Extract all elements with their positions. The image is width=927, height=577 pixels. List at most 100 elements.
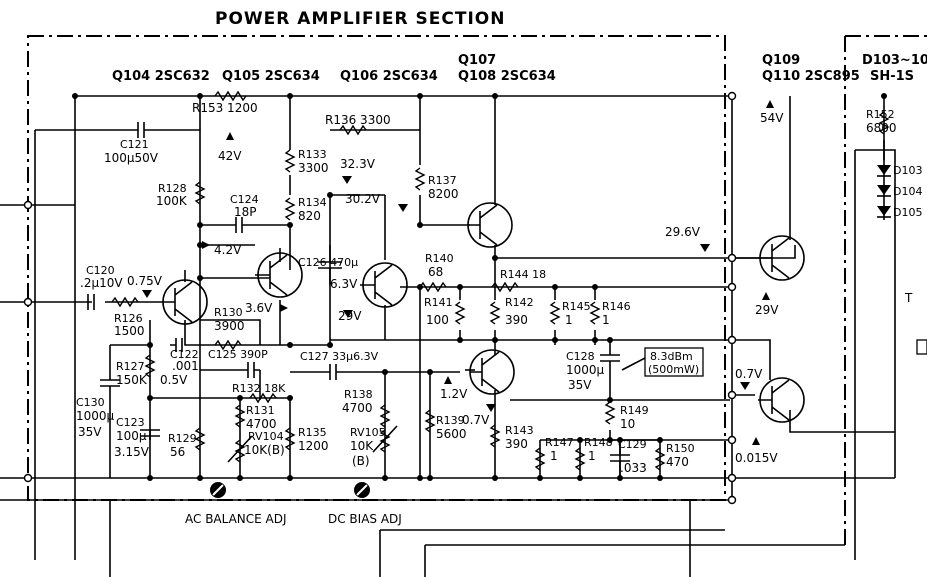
label-r149-value: 10 [620, 417, 635, 431]
r140-symbol [419, 281, 447, 293]
label-r144: R144 18 [500, 268, 546, 281]
d104-symbol [877, 185, 891, 195]
junction-nodes [23, 91, 887, 505]
label-v07b: 0.7V [735, 367, 763, 381]
label-v54: 54V [760, 111, 784, 125]
label-q109: Q109 [762, 53, 800, 68]
c126-symbol [318, 245, 342, 285]
label-r152-value: 6800 [866, 121, 897, 135]
label-v29a: 29V [338, 309, 362, 323]
label-c129-value: .033 [620, 461, 647, 475]
label-dc-bias-adj: DC BIAS ADJ [328, 512, 402, 526]
label-v42: 42V [218, 149, 242, 163]
label-r129: R129 [168, 432, 197, 445]
label-c130-voltage: 35V [78, 425, 102, 439]
trimmer-ac-balance-icon[interactable] [210, 482, 226, 498]
label-ac-balance-adj: AC BALANCE ADJ [185, 512, 287, 526]
label-r141-value: 100 [426, 313, 449, 327]
label-r143-value: 390 [505, 437, 528, 451]
label-v05: 0.5V [160, 373, 188, 387]
label-q108: Q108 2SC634 [458, 69, 556, 84]
r144-symbol [491, 281, 519, 293]
label-c128-voltage: 35V [568, 378, 592, 392]
label-rv105-value: 10K [350, 439, 374, 453]
capacitor-symbols [87, 122, 630, 478]
label-r128: R128 [158, 182, 187, 195]
r138-symbol [379, 404, 391, 428]
label-r131-value: 4700 [246, 417, 277, 431]
label-c121: C121 [120, 138, 149, 151]
r143-symbol [489, 424, 501, 448]
r145-symbol [549, 301, 561, 325]
transistor-q108 [469, 349, 515, 395]
label-r137: R137 [428, 174, 457, 187]
r135-symbol [284, 427, 296, 451]
label-c129: C129 [618, 438, 647, 451]
d105-symbol [877, 206, 891, 216]
edge-connector [916, 339, 927, 355]
label-r141: R141 [424, 296, 453, 309]
r149-symbol [604, 401, 616, 425]
r146-symbol [589, 301, 601, 325]
label-q105: Q105 2SC634 [222, 69, 320, 84]
label-r132: R132 18K [232, 382, 286, 395]
label-q106: Q106 2SC634 [340, 69, 438, 84]
label-c128-value: 1000μ [566, 363, 605, 377]
label-r145-value: 1 [565, 313, 573, 327]
label-r126-value: 1500 [114, 324, 145, 338]
label-r148-value: 1 [588, 449, 596, 463]
label-d105: D105 [893, 206, 922, 219]
label-r147: R147 [545, 436, 574, 449]
transistor-q107 [467, 202, 513, 248]
label-r130: R130 [214, 306, 243, 319]
r133-symbol [284, 149, 296, 173]
label-rv104-value: 10K(B) [244, 443, 285, 457]
label-r127: R127 [116, 360, 145, 373]
label-r138: R138 [344, 388, 373, 401]
label-r146: R146 [602, 300, 631, 313]
c121-symbol [130, 122, 150, 138]
r139-symbol [424, 409, 436, 433]
label-v323: 32.3V [340, 157, 376, 171]
component-labels: R153 1200 R136 3300 C121 100μ50V 42V R13… [76, 101, 922, 526]
power-output-box: 8.3dBm (500mW) [621, 347, 704, 377]
label-v42b: 4.2V [214, 243, 242, 257]
label-q104: Q104 2SC632 [112, 69, 210, 84]
c128-symbol [600, 354, 620, 380]
label-r134-value: 820 [298, 209, 321, 223]
label-v296: 29.6V [665, 225, 701, 239]
r147-symbol [534, 447, 546, 471]
label-c128: C128 [566, 350, 595, 363]
r129-symbol [194, 427, 206, 451]
label-rv105-b: (B) [352, 454, 370, 468]
power-box-line2: (500mW) [648, 363, 699, 376]
label-r135: R135 [298, 426, 327, 439]
r130-symbol [214, 339, 242, 351]
label-r146-value: 1 [602, 313, 610, 327]
label-r137-value: 8200 [428, 187, 459, 201]
label-c130: C130 [76, 396, 105, 409]
label-c122: C122 [170, 348, 199, 361]
label-c127: C127 33μ6.3V [300, 350, 379, 363]
r132-symbol [249, 392, 277, 404]
label-v36: 3.6V [245, 301, 273, 315]
label-r136: R136 3300 [325, 113, 391, 127]
r137-symbol [414, 167, 426, 191]
label-r135-value: 1200 [298, 439, 329, 453]
d103-symbol [877, 165, 891, 175]
label-d103-105: D103~105 [862, 53, 927, 68]
c129-symbol [610, 440, 630, 478]
trimmer-dc-bias-icon[interactable] [354, 482, 370, 498]
board-outline [27, 35, 927, 545]
c120-symbol [87, 294, 95, 310]
label-q110: Q110 2SC895 [762, 69, 860, 84]
label-r145: R145 [562, 300, 591, 313]
label-c120-value: .2μ10V [80, 276, 123, 290]
transistor-q105 [255, 252, 303, 298]
label-c123-voltage: 3.15V [114, 445, 150, 459]
label-r142-value: 390 [505, 313, 528, 327]
c125-symbol [240, 362, 260, 378]
label-r149: R149 [620, 404, 649, 417]
label-c124: C124 [230, 193, 259, 206]
label-v29b: 29V [755, 303, 779, 317]
